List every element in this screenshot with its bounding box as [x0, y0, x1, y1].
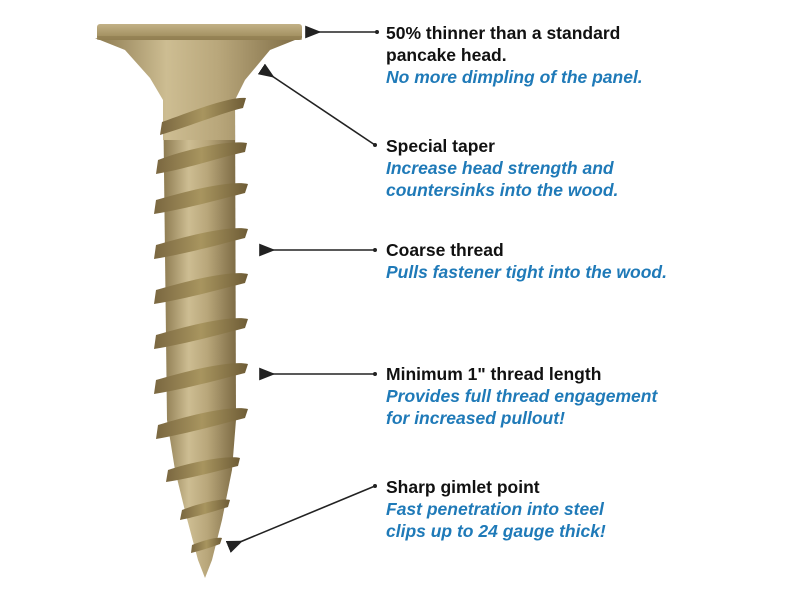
callout-head-title-line-2: pancake head.	[386, 45, 507, 65]
screw-threads	[154, 97, 248, 553]
callout-point-title: Sharp gimlet point	[386, 477, 540, 497]
screw-body	[95, 24, 302, 578]
arrow-taper	[257, 63, 376, 146]
callout-thread-length-description-line-1: Provides full thread engagement	[386, 386, 658, 406]
callout-head-title-line-1: 50% thinner than a standard	[386, 23, 621, 43]
callout-thread-length: Minimum 1" thread length Provides full t…	[386, 363, 657, 429]
arrow-point	[225, 485, 376, 553]
callout-taper-title: Special taper	[386, 136, 495, 156]
callout-thread-length-title: Minimum 1" thread length	[386, 364, 602, 384]
callout-point: Sharp gimlet point Fast penetration into…	[386, 476, 606, 542]
callout-arrows	[225, 25, 379, 553]
callout-taper: Special taper Increase head strength and…	[386, 135, 618, 201]
callout-point-description-line-2: clips up to 24 gauge thick!	[386, 521, 606, 541]
callout-thread: Coarse thread Pulls fastener tight into …	[386, 239, 667, 283]
callout-thread-description: Pulls fastener tight into the wood.	[386, 262, 667, 282]
callout-thread-length-description-line-2: for increased pullout!	[386, 408, 565, 428]
callout-point-description-line-1: Fast penetration into steel	[386, 499, 604, 519]
callout-taper-description-line-2: countersinks into the wood.	[386, 180, 619, 200]
callout-head: 50% thinner than a standard pancake head…	[386, 22, 643, 88]
callout-thread-title: Coarse thread	[386, 240, 504, 260]
callout-head-description-line-1: No more dimpling of the panel.	[386, 67, 643, 87]
callout-taper-description-line-1: Increase head strength and	[386, 158, 614, 178]
